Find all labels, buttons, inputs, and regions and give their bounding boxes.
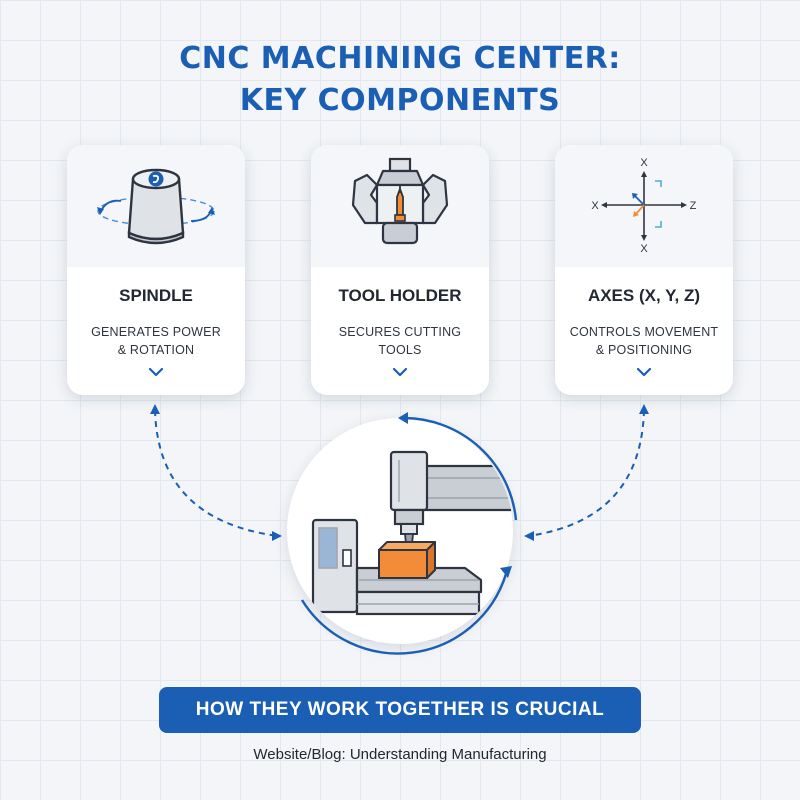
axis-label-left: X [591, 200, 599, 212]
card-illustration: X X Z X [555, 145, 733, 267]
cnc-machine-icon [311, 450, 513, 616]
card-desc-line-1: SECURES CUTTING TOOLS [338, 325, 462, 357]
conclusion-banner: HOW THEY WORK TOGETHER IS CRUCIAL [159, 687, 641, 733]
axis-label-right: Z [690, 200, 697, 212]
arrowhead-icon [398, 412, 408, 424]
arrowhead-icon [639, 404, 649, 414]
card-desc-line-1: GENERATES POWER [91, 325, 221, 339]
chevron-down-icon[interactable] [392, 367, 408, 377]
spindle-icon [97, 168, 215, 245]
axis-label-top: X [640, 157, 648, 169]
card-title: TOOL HOLDER [338, 286, 462, 305]
tool-holder-icon [351, 157, 449, 245]
arrowhead-icon [500, 566, 512, 578]
card-illustration [311, 145, 489, 267]
card-tool-holder[interactable]: TOOL HOLDER SECURES CUTTING TOOLS [311, 145, 489, 395]
cycle-arc-top [403, 416, 518, 521]
page-title: CNC MACHINING CENTER: KEY COMPONENTS [0, 38, 800, 122]
card-spindle[interactable]: SPINDLE GENERATES POWER & ROTATION [67, 145, 245, 395]
card-description: CONTROLS MOVEMENT & POSITIONING [563, 323, 725, 359]
card-title: AXES (X, Y, Z) [587, 286, 701, 305]
cnc-machine-illustration [287, 418, 513, 644]
axes-icon: X X Z X [591, 157, 697, 255]
card-illustration [67, 145, 245, 267]
arrowhead-icon [150, 404, 160, 414]
title-line-1: CNC MACHINING CENTER: [179, 41, 621, 76]
axis-label-bottom: X [640, 243, 648, 255]
connector-axes [527, 409, 645, 537]
chevron-down-icon[interactable] [148, 367, 164, 377]
footer-credit: Website/Blog: Understanding Manufacturin… [253, 746, 547, 763]
arrowhead-icon [524, 531, 534, 541]
card-desc-line-1: CONTROLS MOVEMENT [569, 325, 719, 339]
card-axes[interactable]: X X Z X AXES (X, Y, Z) CONTROLS MOVEMENT… [555, 145, 733, 395]
card-description: GENERATES POWER & ROTATION [75, 323, 237, 359]
arrowhead-icon [272, 531, 282, 541]
card-description: SECURES CUTTING TOOLS [319, 323, 481, 359]
connector-spindle [154, 409, 279, 537]
title-line-2: KEY COMPONENTS [239, 83, 561, 118]
cycle-arc-bottom [300, 573, 508, 655]
card-desc-line-2: & ROTATION [117, 343, 195, 357]
chevron-down-icon[interactable] [636, 367, 652, 377]
card-desc-line-2: & POSITIONING [595, 343, 693, 357]
card-title: SPINDLE [119, 286, 193, 305]
